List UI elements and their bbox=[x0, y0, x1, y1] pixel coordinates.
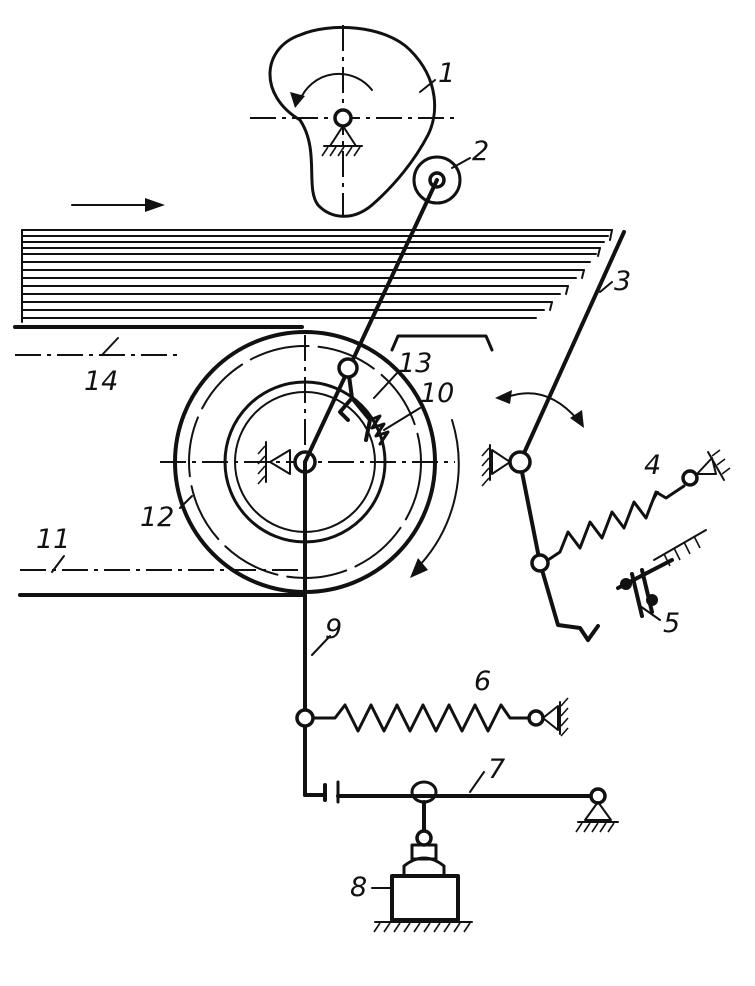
label-roller: 2 bbox=[472, 136, 489, 167]
upper-conveyor bbox=[13, 325, 494, 356]
return-spring bbox=[295, 697, 569, 737]
label-upper-conveyor: 14 bbox=[84, 366, 118, 397]
leader-lines bbox=[179, 79, 661, 889]
pawl-spring bbox=[368, 414, 390, 446]
label-lever: 3 bbox=[614, 266, 631, 297]
feed-direction-arrow bbox=[71, 198, 165, 212]
vertical-rod bbox=[303, 460, 331, 802]
label-pawl: 13 bbox=[398, 348, 432, 379]
actuator bbox=[373, 800, 473, 933]
label-cam: 1 bbox=[438, 58, 455, 89]
lever bbox=[481, 230, 626, 642]
part-labels: 1 2 3 4 5 6 7 8 9 10 11 12 13 14 bbox=[36, 58, 680, 903]
connecting-link bbox=[303, 178, 439, 464]
cam bbox=[250, 25, 455, 218]
label-drum: 12 bbox=[140, 502, 174, 533]
lever-spring bbox=[530, 449, 731, 573]
label-actuator: 8 bbox=[350, 872, 367, 903]
label-beam: 7 bbox=[488, 754, 505, 785]
label-lever-spring: 4 bbox=[644, 450, 661, 481]
stop bbox=[616, 529, 707, 618]
label-stop: 5 bbox=[663, 608, 680, 639]
label-rod: 9 bbox=[325, 614, 342, 645]
label-return-spring: 6 bbox=[474, 666, 491, 697]
label-lower-conveyor: 11 bbox=[36, 524, 70, 555]
beam bbox=[336, 771, 619, 833]
label-pawl-spring: 10 bbox=[420, 378, 454, 409]
lower-conveyor bbox=[18, 555, 307, 597]
sheet-stack bbox=[21, 229, 613, 323]
pawl bbox=[338, 366, 372, 442]
